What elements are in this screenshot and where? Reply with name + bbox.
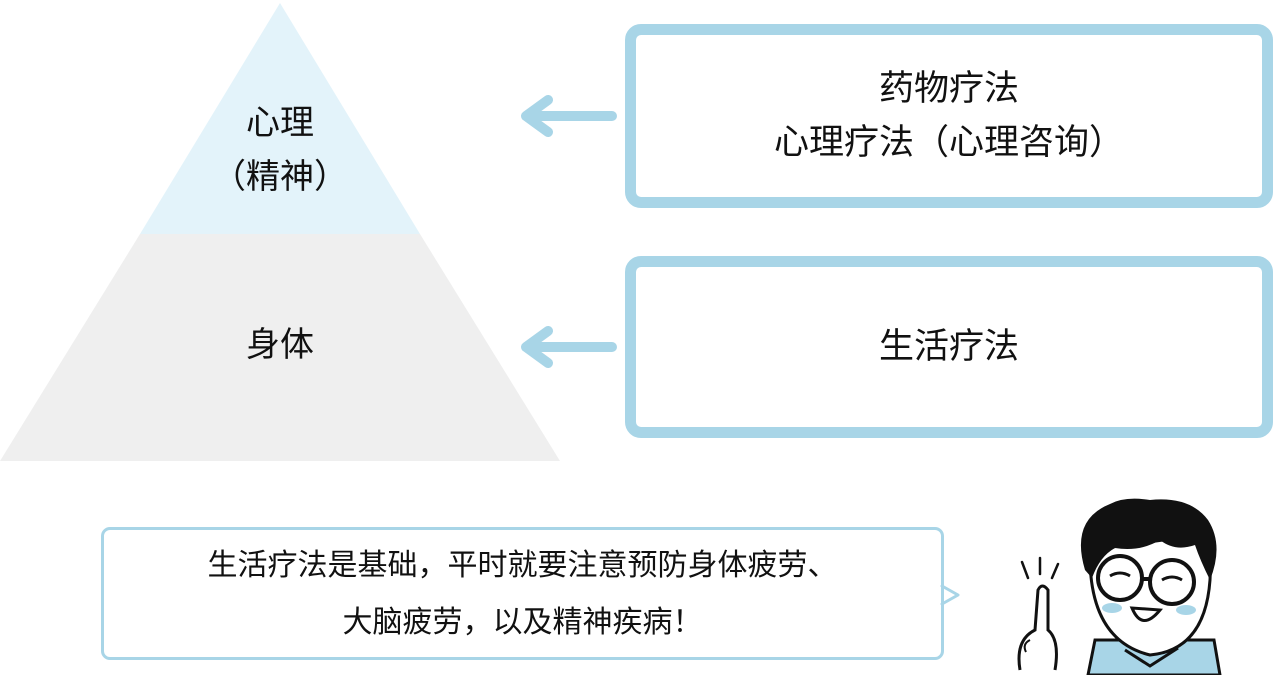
speech-bubble-tail-icon — [940, 584, 960, 606]
therapy-box-lifestyle: 生活疗法 — [625, 256, 1273, 438]
therapy-box-lifestyle-label: 生活疗法 — [878, 327, 1019, 367]
pyramid-diagram — [0, 3, 560, 461]
therapy-box-line2: 心理疗法（心理咨询） — [773, 123, 1124, 163]
pyramid-top-psychology-layer — [140, 3, 420, 234]
speech-bubble-line1: 生活疗法是基础，平时就要注意预防身体疲劳、 — [207, 547, 838, 583]
pyramid-top-label-line1: 心理 — [246, 103, 314, 143]
pyramid-top-label: 心理 （精神） — [140, 96, 420, 204]
therapy-box-line1: 药物疗法 — [878, 69, 1019, 109]
therapy-box-medication-psychology: 药物疗法 心理疗法（心理咨询） — [625, 24, 1273, 208]
pyramid-top-label-line2: （精神） — [212, 157, 348, 197]
pyramid-bottom-label: 身体 — [246, 325, 314, 365]
arrow-left-icon — [521, 326, 617, 368]
speech-bubble-line2: 大脑疲劳，以及精神疾病！ — [342, 604, 703, 640]
person-illustration — [1017, 498, 1222, 675]
speech-bubble: 生活疗法是基础，平时就要注意预防身体疲劳、 大脑疲劳，以及精神疾病！ — [101, 527, 944, 660]
pyramid-bottom-body-layer — [0, 234, 560, 461]
arrow-left-icon — [521, 95, 617, 137]
